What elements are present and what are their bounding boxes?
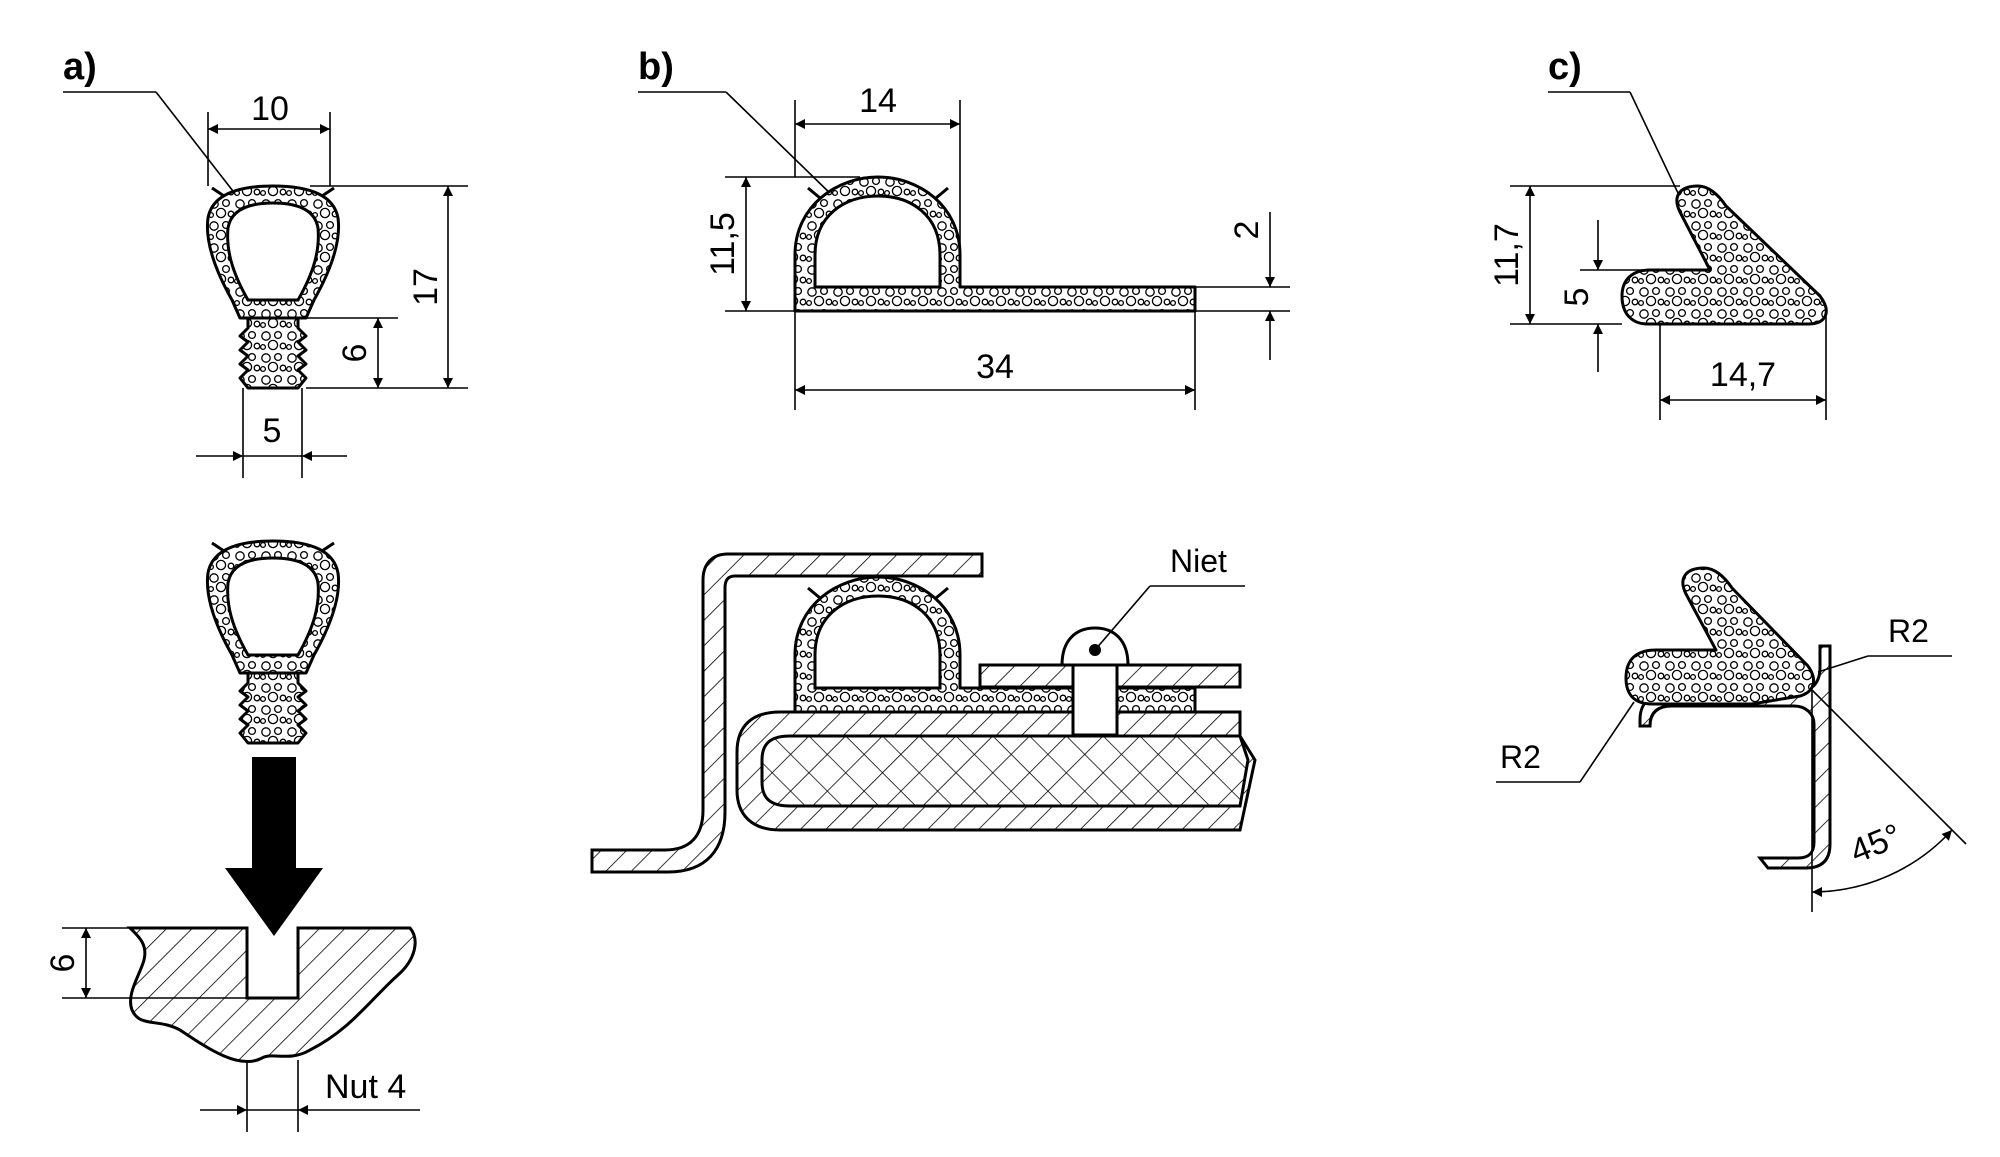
- dim-a-foot-width: 5: [263, 412, 282, 450]
- profile-c-mounting: [1624, 566, 1832, 870]
- profile-a-top: [205, 184, 341, 390]
- panel-a: a) 10 17 6 5: [44, 46, 468, 1132]
- panel-b: b) 34 14 11,5 2: [590, 46, 1290, 874]
- panel-b-label: b): [638, 46, 674, 88]
- dim-c-width: 14,7: [1710, 356, 1776, 394]
- dim-a-foot: 6: [336, 344, 374, 363]
- dim-b-height: 11,5: [704, 212, 742, 276]
- radius-left-label: R2: [1500, 739, 1541, 775]
- profile-b-top: [793, 175, 1197, 313]
- rivet-label: Niet: [1170, 543, 1227, 579]
- groove-label: Nut 4: [325, 1068, 406, 1106]
- dim-groove-depth: 6: [44, 954, 82, 973]
- dim-c-height: 11,7: [1488, 223, 1526, 287]
- angle-label: 45°: [1845, 817, 1907, 871]
- panel-c-label: c): [1548, 46, 1582, 88]
- dim-a-width: 10: [251, 90, 289, 128]
- dim-b-bulb-width: 14: [859, 82, 897, 120]
- radius-top-label: R2: [1888, 613, 1929, 649]
- dim-b-length: 34: [976, 348, 1014, 386]
- groove-block: [126, 926, 417, 1064]
- profile-b-mounting: [590, 552, 1257, 874]
- profile-a-mounting: [205, 539, 341, 745]
- profile-c-top: [1620, 184, 1828, 326]
- insert-arrow: [225, 757, 323, 936]
- dim-c-base: 5: [1558, 288, 1596, 307]
- dim-b-thickness: 2: [1228, 221, 1266, 240]
- dim-a-height: 17: [407, 268, 445, 306]
- panel-c: c) 11,7 5 14,7 R2 R2 45°: [1488, 46, 1967, 912]
- panel-a-label: a): [63, 46, 97, 88]
